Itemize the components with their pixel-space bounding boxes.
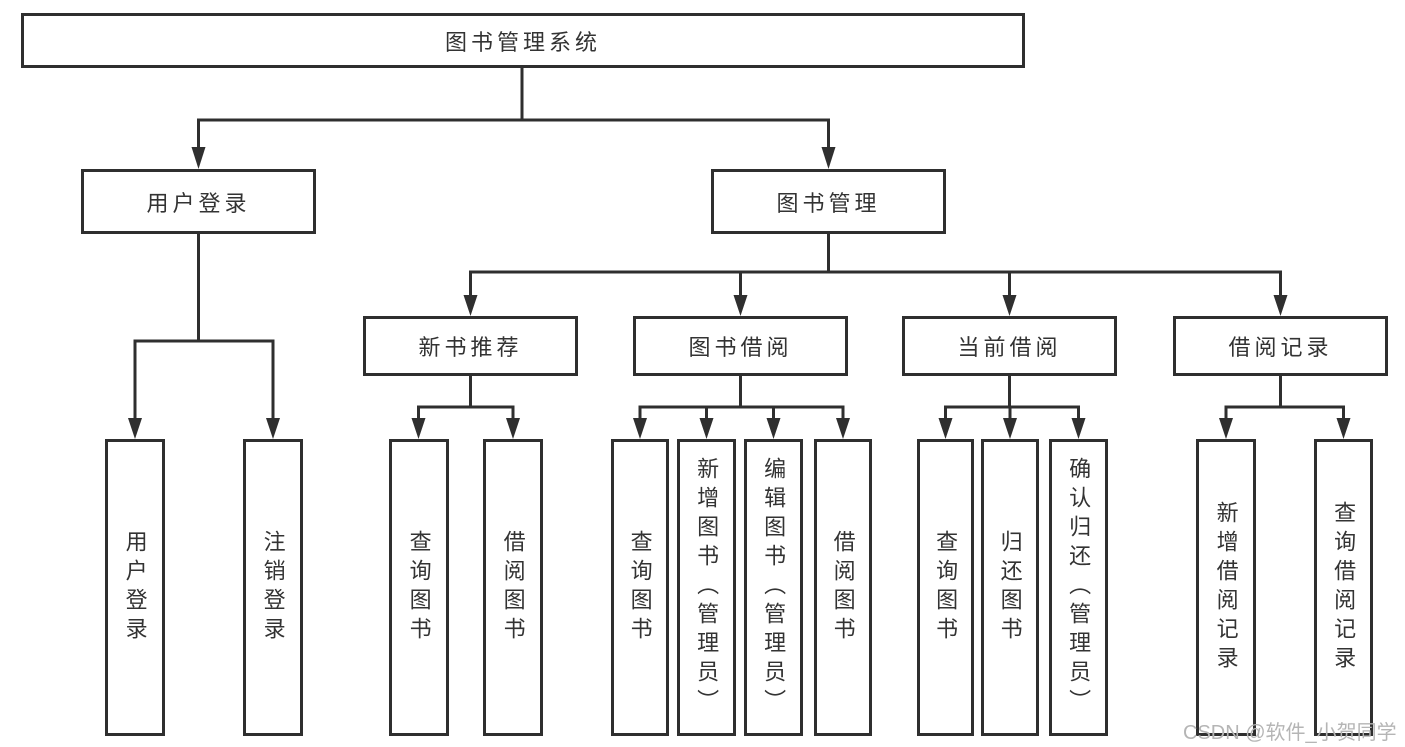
section-node-label: 新书推荐 <box>418 335 523 360</box>
arrow-down-icon <box>836 418 850 439</box>
leaf-node-edit-books-admin: 编辑图书（管理员） <box>744 439 803 736</box>
section-node-label: 图书借阅 <box>688 335 793 360</box>
leaf-node-label: 查询图书 <box>406 529 432 646</box>
root-node-library-management-system: 图书管理系统 <box>21 13 1025 68</box>
branch-node-book-management: 图书管理 <box>711 169 946 234</box>
leaf-node-label: 用户登录 <box>122 529 148 646</box>
section-node-book-borrowing: 图书借阅 <box>633 316 848 376</box>
leaf-node-add-books-admin: 新增图书（管理员） <box>677 439 736 736</box>
connector-new-book-recommendation-to-leaves <box>417 374 515 423</box>
branch-node-user-login: 用户登录 <box>81 169 316 234</box>
leaf-node-label: 借阅图书 <box>830 529 856 646</box>
leaf-node-label: 新增借阅记录 <box>1213 500 1239 675</box>
arrow-down-icon <box>733 295 748 316</box>
arrow-down-icon <box>766 418 781 439</box>
arrow-down-icon <box>1003 418 1017 439</box>
arrow-down-icon <box>266 418 280 439</box>
connector-user-login-to-leaves <box>133 231 275 423</box>
arrow-down-icon <box>1336 418 1351 439</box>
arrow-down-icon <box>411 418 426 439</box>
branch-node-label: 用户登录 <box>146 190 251 216</box>
leaf-node-logout: 注销登录 <box>243 439 303 736</box>
leaf-node-borrow-books: 借阅图书 <box>814 439 872 736</box>
leaf-node-label: 查询图书 <box>933 529 959 646</box>
leaf-node-label: 查询图书 <box>627 529 653 646</box>
leaf-node-label: 归还图书 <box>997 529 1023 646</box>
leaf-node-label: 确认归还（管理员） <box>1066 457 1092 718</box>
arrow-down-icon <box>1071 418 1086 439</box>
leaf-node-label: 查询借阅记录 <box>1331 500 1357 675</box>
leaf-node-query-books: 查询图书 <box>611 439 669 736</box>
connector-root-to-branches <box>197 66 830 152</box>
arrow-down-icon <box>1219 418 1233 439</box>
section-node-borrow-records: 借阅记录 <box>1173 316 1388 376</box>
csdn-watermark: CSDN @软件_小贺同学 <box>1183 722 1397 744</box>
arrowhead-icons <box>128 147 1351 439</box>
leaf-node-user-login: 用户登录 <box>105 439 165 736</box>
connector-current-borrowing-to-leaves <box>944 374 1080 423</box>
leaf-node-borrow-books-recommend: 借阅图书 <box>483 439 543 736</box>
section-node-label: 当前借阅 <box>957 335 1062 360</box>
section-node-new-book-recommendation: 新书推荐 <box>363 316 578 376</box>
arrow-down-icon <box>1273 295 1288 316</box>
leaf-node-query-borrow-record: 查询借阅记录 <box>1314 439 1373 736</box>
arrow-down-icon <box>191 147 206 169</box>
branch-node-label: 图书管理 <box>776 190 881 216</box>
root-node-label: 图书管理系统 <box>444 29 601 55</box>
leaf-node-query-books-recommend: 查询图书 <box>389 439 449 736</box>
leaf-node-label: 新增图书（管理员） <box>694 457 720 718</box>
arrow-down-icon <box>699 418 714 439</box>
leaf-node-label: 借阅图书 <box>500 529 526 646</box>
leaf-node-add-borrow-record: 新增借阅记录 <box>1196 439 1256 736</box>
connector-borrow-records-to-leaves <box>1224 374 1345 423</box>
section-node-label: 借阅记录 <box>1228 335 1333 360</box>
connector-book-management-to-sections <box>469 232 1282 300</box>
leaf-node-confirm-return-admin: 确认归还（管理员） <box>1049 439 1108 736</box>
leaf-node-label: 注销登录 <box>260 529 286 646</box>
leaf-node-query-books-current: 查询图书 <box>917 439 974 736</box>
leaf-node-label: 编辑图书（管理员） <box>761 457 787 718</box>
connector-book-borrowing-to-leaves <box>638 374 845 423</box>
leaf-node-return-books: 归还图书 <box>981 439 1039 736</box>
section-node-current-borrowing: 当前借阅 <box>902 316 1117 376</box>
arrow-down-icon <box>463 295 478 316</box>
arrow-down-icon <box>633 418 647 439</box>
arrow-down-icon <box>1002 295 1017 316</box>
arrow-down-icon <box>938 418 953 439</box>
arrow-down-icon <box>506 418 520 439</box>
arrow-down-icon <box>128 418 142 439</box>
arrow-down-icon <box>821 147 836 169</box>
